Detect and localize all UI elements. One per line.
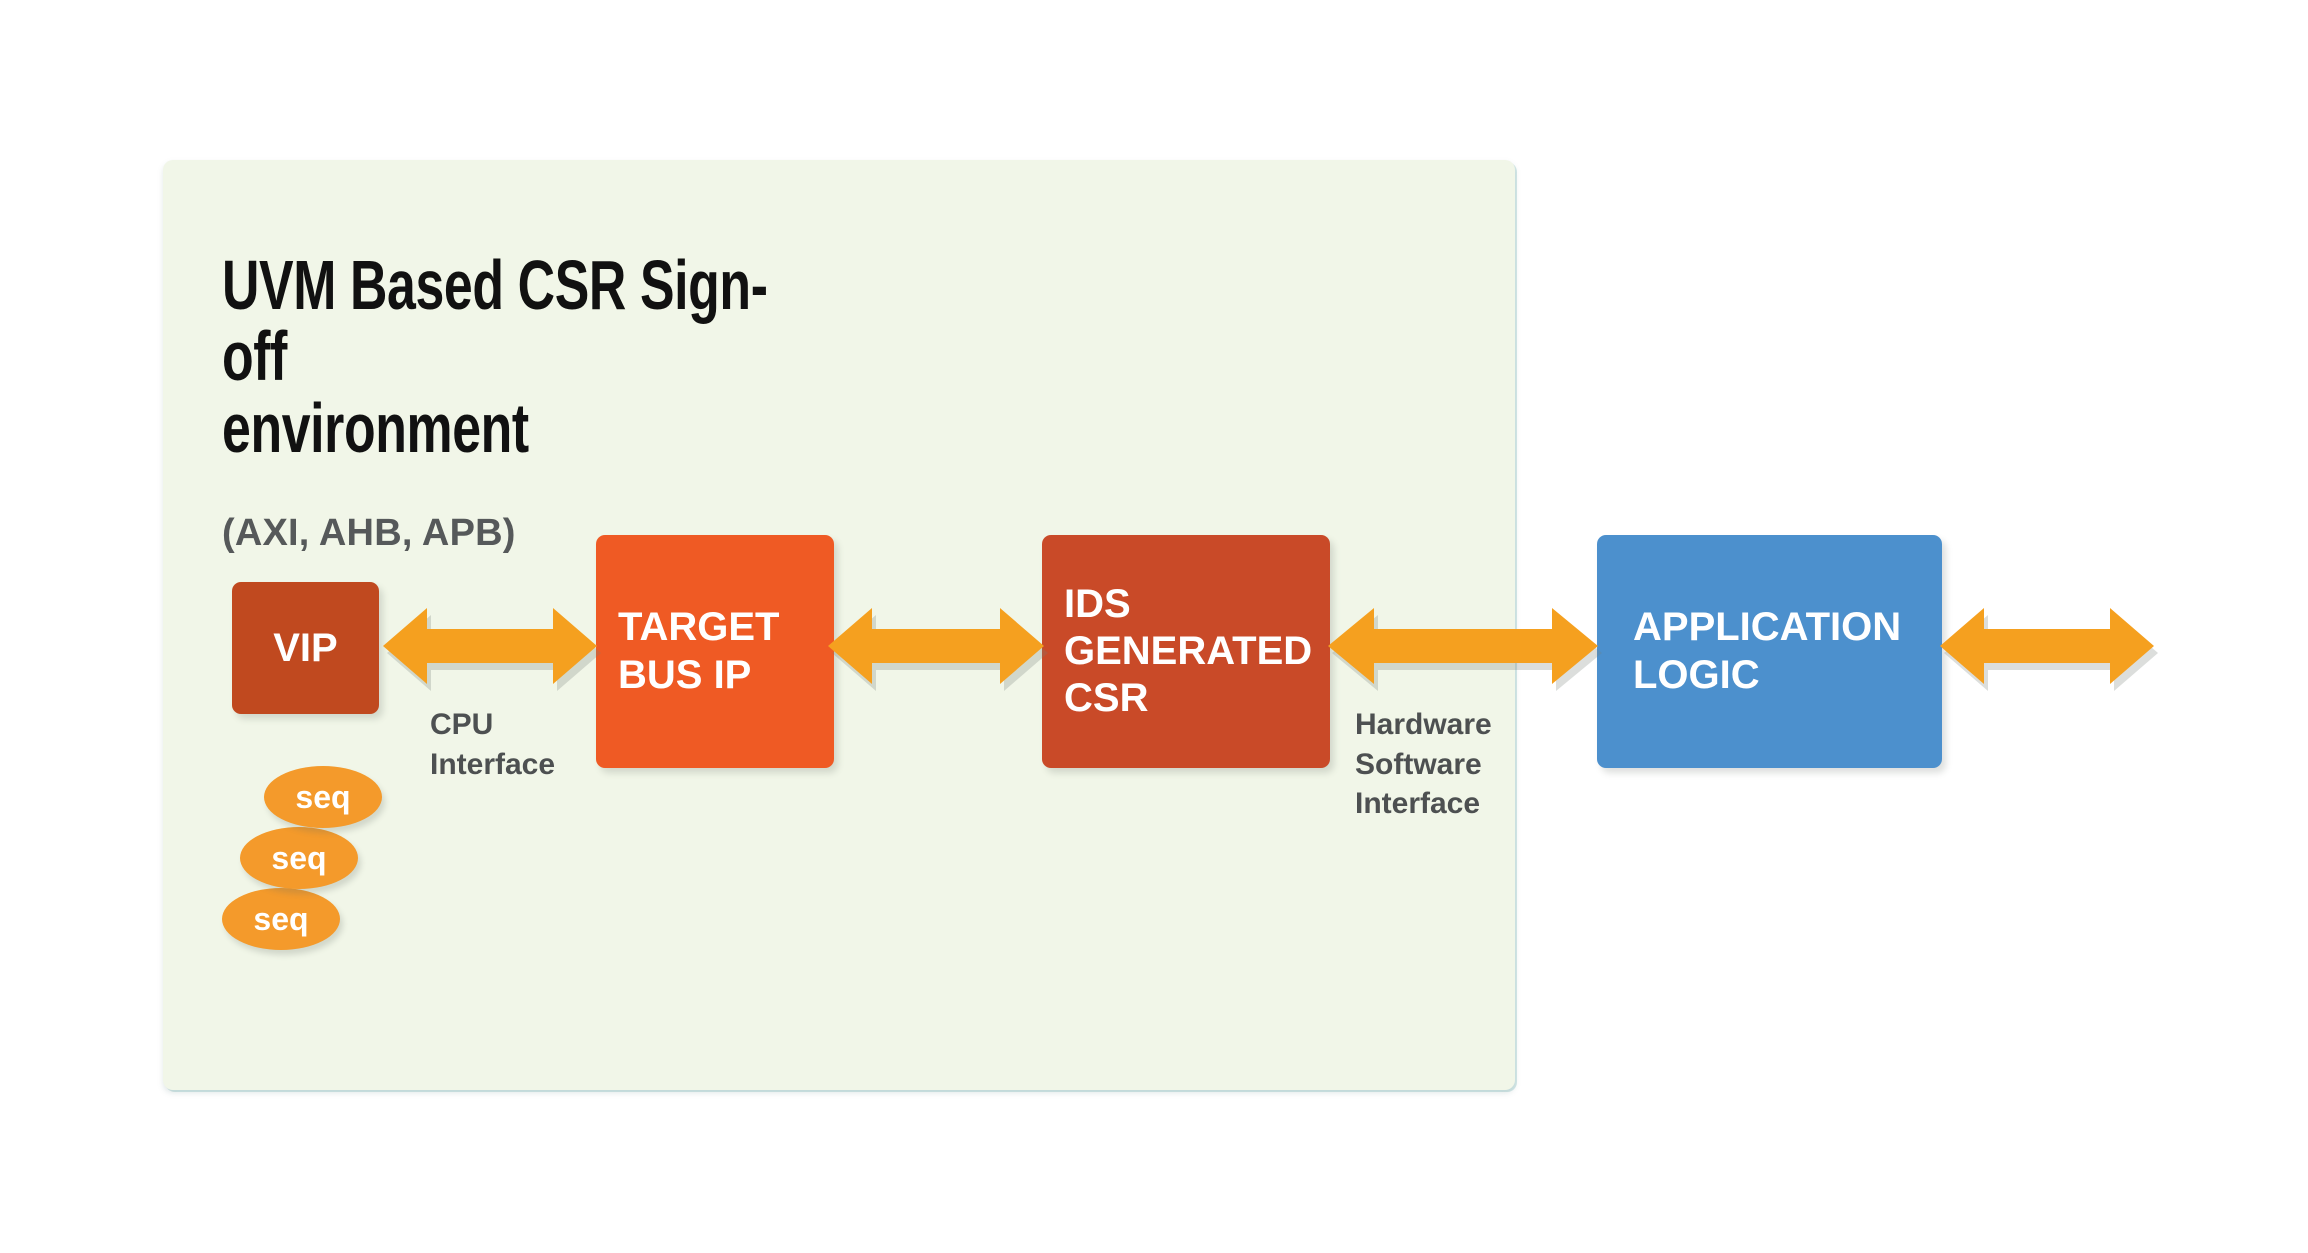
arrow-csr-to-application-logic — [1328, 598, 1602, 694]
caption-hardware-software-interface: Hardware Software Interface — [1355, 708, 1492, 821]
block-ids-generated-csr[interactable]: IDS GENERATED CSR — [1042, 535, 1330, 768]
block-target-bus-ip[interactable]: TARGET BUS IP — [596, 535, 834, 768]
arrow-application-logic-outbound — [1940, 598, 2158, 694]
page-title: UVM Based CSR Sign-off environment — [222, 246, 768, 467]
arrow-vip-to-target-bus-ip — [383, 598, 601, 694]
protocol-subtitle: (AXI, AHB, APB) — [222, 512, 516, 554]
seq-ellipse-2[interactable]: seq — [240, 827, 358, 889]
block-vip[interactable]: VIP — [232, 582, 379, 714]
arrow-target-bus-ip-to-csr — [828, 598, 1048, 694]
seq-ellipse-1[interactable]: seq — [264, 766, 382, 828]
block-application-logic[interactable]: APPLICATION LOGIC — [1597, 535, 1942, 768]
seq-ellipse-3[interactable]: seq — [222, 888, 340, 950]
caption-cpu-interface: CPU Interface — [430, 708, 556, 781]
